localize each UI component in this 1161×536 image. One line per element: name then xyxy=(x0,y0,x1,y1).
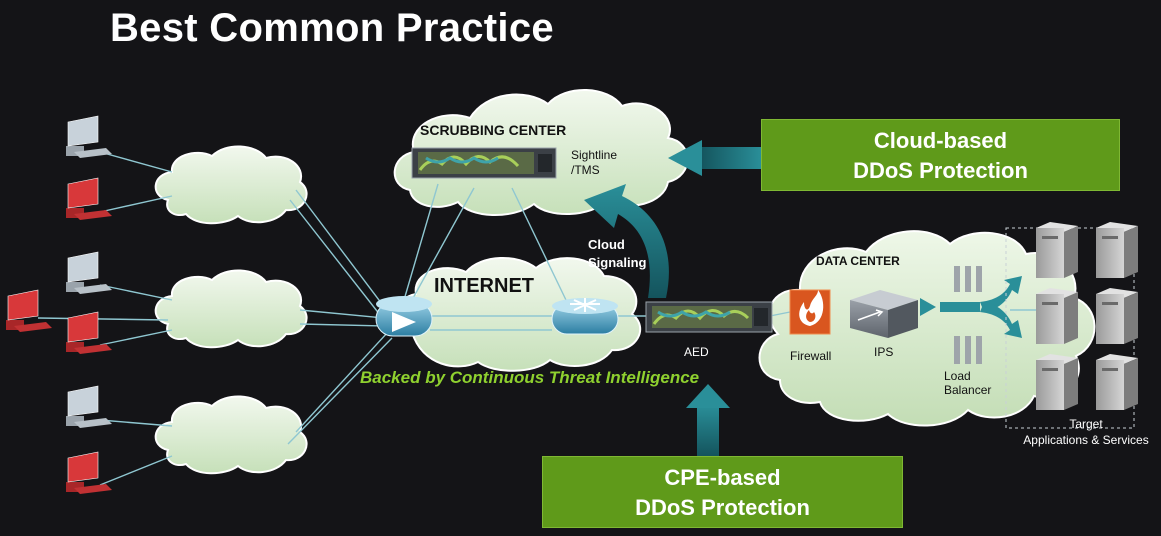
cables xyxy=(37,151,1036,486)
server-icon xyxy=(1096,354,1138,410)
cloud-signaling-label: Cloud Signaling xyxy=(588,236,647,272)
load-balancer-line1: Load xyxy=(944,369,971,383)
firewall-label: Firewall xyxy=(790,349,832,363)
threat-intelligence-tagline: Backed by Continuous Threat Intelligence xyxy=(360,368,700,387)
client-computers xyxy=(6,115,112,494)
access-cloud-middle xyxy=(154,269,308,349)
server-icon xyxy=(1036,222,1078,278)
server-icon xyxy=(1096,288,1138,344)
cloud-signaling-line1: Cloud xyxy=(588,237,625,252)
target-servers xyxy=(1005,222,1138,429)
sightline-tms-appliance-icon xyxy=(411,147,557,179)
computer-icon xyxy=(66,251,112,294)
load-balancer-line2: Balancer xyxy=(944,383,992,397)
cpe-box-line1: CPE-based xyxy=(664,465,781,490)
page-title: Best Common Practice xyxy=(110,6,554,50)
infected-computer-icon xyxy=(66,311,112,354)
aed-appliance-icon xyxy=(645,301,773,333)
server-icon xyxy=(1036,288,1078,344)
aed-label: AED xyxy=(684,345,709,359)
scrubbing-center-heading: SCRUBBING CENTER xyxy=(420,122,567,138)
cloud-box-line2: DDoS Protection xyxy=(853,158,1028,183)
traffic-flow-arrow-icon xyxy=(920,276,1022,338)
load-balancer-label: Load Balancer xyxy=(944,369,991,397)
access-cloud-top xyxy=(154,145,308,225)
sightline-label-line2: /TMS xyxy=(571,163,600,177)
infected-computer-icon xyxy=(6,289,52,332)
internet-label: INTERNET xyxy=(434,275,534,297)
firewall-icon xyxy=(789,289,831,335)
load-balancer-icon xyxy=(954,266,982,364)
cloud-box-line1: Cloud-based xyxy=(873,128,1008,153)
infected-computer-icon xyxy=(66,451,112,494)
cloud-redirect-arrow-icon xyxy=(668,140,762,176)
server-icon xyxy=(1036,354,1078,410)
ips-label: IPS xyxy=(874,345,894,359)
target-line2: Applications & Services xyxy=(1023,433,1149,447)
cpe-box-line2: DDoS Protection xyxy=(635,495,810,520)
data-center-heading: DATA CENTER xyxy=(816,254,900,268)
server-icon xyxy=(1096,222,1138,278)
sightline-label-line1: Sightline xyxy=(571,148,618,162)
internet-router-icon xyxy=(551,298,619,335)
cpe-based-protection-box: CPE-based DDoS Protection xyxy=(542,456,903,528)
target-applications-label: Target Applications & Services xyxy=(1012,416,1160,448)
cloud-signaling-arrow-icon xyxy=(584,184,669,298)
access-cloud-bottom xyxy=(154,395,308,475)
ips-icon xyxy=(850,290,918,338)
edge-router-icon xyxy=(375,296,433,337)
internet-cloud xyxy=(395,257,642,372)
cpe-up-arrow-icon xyxy=(686,384,730,456)
computer-icon xyxy=(66,385,112,428)
target-line1: Target xyxy=(1069,417,1103,431)
cloud-signaling-line2: Signaling xyxy=(588,255,647,270)
computer-icon xyxy=(66,115,112,158)
infected-computer-icon xyxy=(66,177,112,220)
sightline-label: Sightline /TMS xyxy=(571,148,617,178)
cloud-based-protection-box: Cloud-based DDoS Protection xyxy=(761,119,1120,191)
